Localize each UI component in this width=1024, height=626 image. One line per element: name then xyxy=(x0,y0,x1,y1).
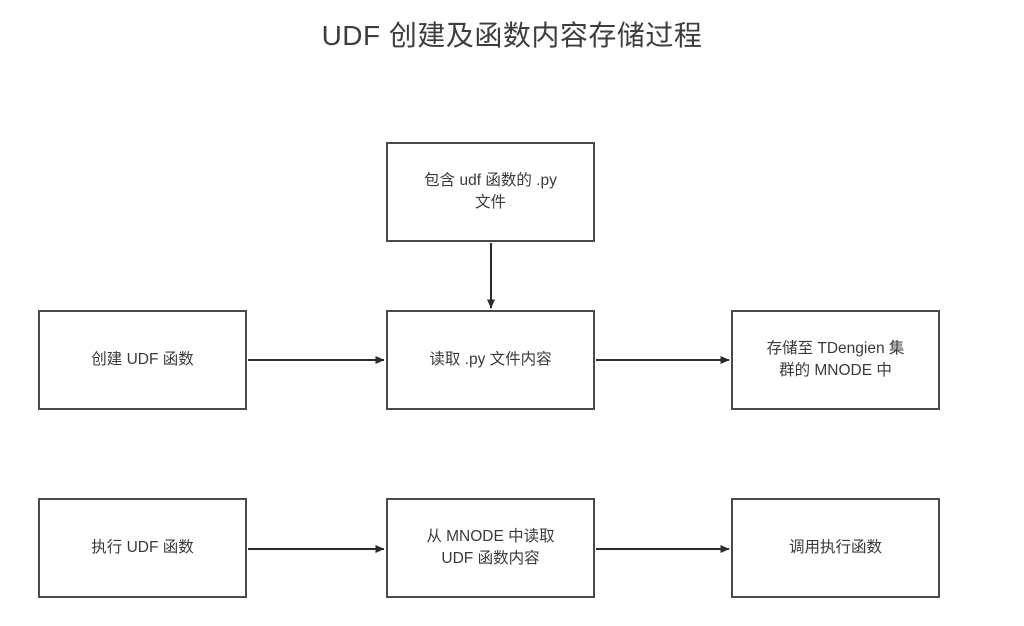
node-store-mnode[interactable]: 存储至 TDengien 集 群的 MNODE 中 xyxy=(731,310,940,410)
node-call-exec[interactable]: 调用执行函数 xyxy=(731,498,940,598)
diagram-title: UDF 创建及函数内容存储过程 xyxy=(321,20,703,51)
node-create-udf-label: 创建 UDF 函数 xyxy=(91,350,194,368)
node-store-mnode-label: 存储至 TDengien 集 群的 MNODE 中 xyxy=(766,339,905,379)
node-exec-udf[interactable]: 执行 UDF 函数 xyxy=(38,498,247,598)
node-read-mnode[interactable]: 从 MNODE 中读取 UDF 函数内容 xyxy=(386,498,595,598)
node-read-py[interactable]: 读取 .py 文件内容 xyxy=(386,310,595,410)
node-exec-udf-label: 执行 UDF 函数 xyxy=(91,538,194,556)
node-py-file[interactable]: 包含 udf 函数的 .py 文件 xyxy=(386,142,595,242)
node-py-file-label: 包含 udf 函数的 .py 文件 xyxy=(424,171,557,211)
node-call-exec-label: 调用执行函数 xyxy=(788,538,882,556)
node-create-udf[interactable]: 创建 UDF 函数 xyxy=(38,310,247,410)
node-read-mnode-label: 从 MNODE 中读取 UDF 函数内容 xyxy=(426,527,555,567)
node-read-py-label: 读取 .py 文件内容 xyxy=(429,350,552,368)
